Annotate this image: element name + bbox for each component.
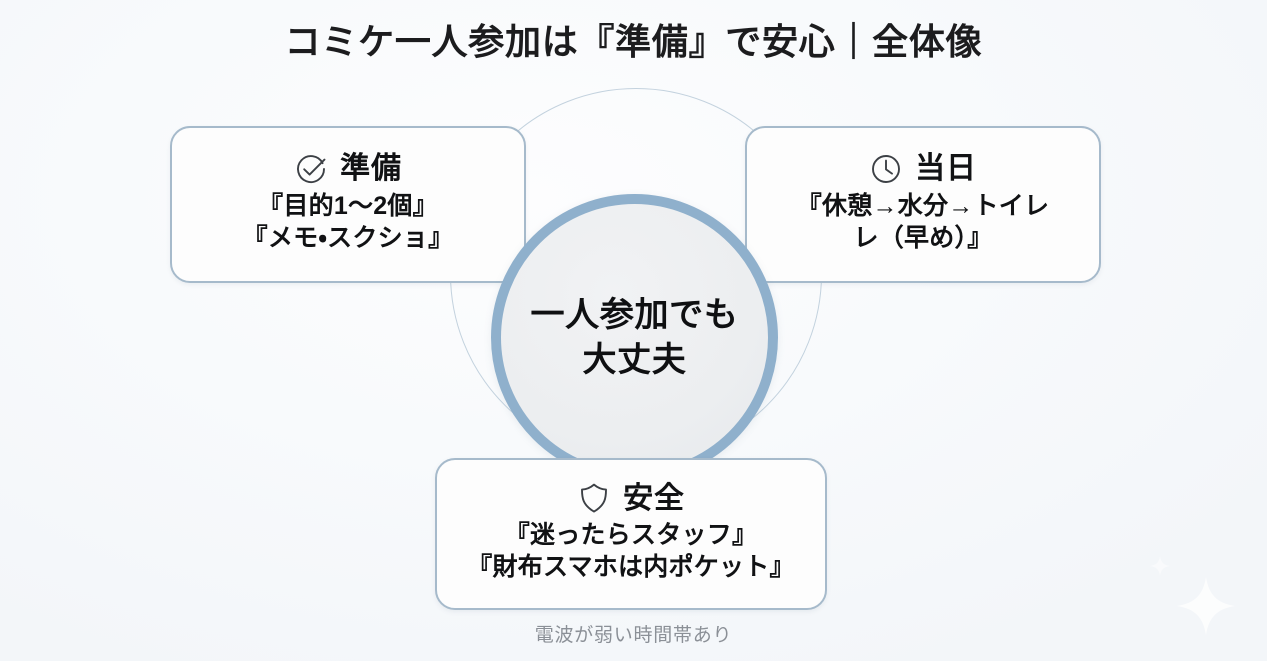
card-prep-header: 準備 [294,152,402,186]
center-hub-text: 一人参加でも 大丈夫 [530,293,738,383]
card-prep-line-1: 『目的1〜2個』 [258,191,438,220]
card-safe[interactable]: 安全 『迷ったらスタッフ』 『財布スマホは内ポケット』 [435,458,827,610]
card-day-lines: 『休憩→水分→トイレ レ（早め）』 [797,190,1050,254]
card-day[interactable]: 当日 『休憩→水分→トイレ レ（早め）』 [745,126,1101,283]
card-prep-line-2: 『メモ・スクショ』 [242,223,454,252]
card-prep-lines: 『目的1〜2個』 『メモ・スクショ』 [243,190,454,254]
sparkle-small-icon [1150,556,1170,576]
center-hub-line-2: 大丈夫 [582,340,687,379]
card-day-line-1: 『休憩→水分→トイレ [796,191,1050,220]
card-prep-title: 準備 [340,152,402,185]
center-hub-line-1: 一人参加でも [530,295,739,334]
clock-icon [872,154,901,183]
check-circle-icon [297,154,326,183]
footer-note: 電波が弱い時間帯あり [534,625,733,646]
card-safe-line-1: 『迷ったらスタッフ』 [504,521,758,549]
card-safe-lines: 『迷ったらスタッフ』 『財布スマホは内ポケット』 [467,519,795,583]
card-prep[interactable]: 準備 『目的1〜2個』 『メモ・スクショ』 [170,126,526,283]
shield-icon [581,483,608,513]
card-day-title: 当日 [915,152,977,185]
card-safe-title: 安全 [623,481,685,515]
center-hub: 一人参加でも 大丈夫 [491,194,778,481]
card-safe-line-2: 『財布スマホは内ポケット』 [467,553,795,581]
page-title: コミケ一人参加は『準備』で安心｜全体像 [284,21,983,62]
card-day-header: 当日 [869,152,977,186]
card-safe-header: 安全 [577,481,685,515]
card-day-line-2: レ（早め）』 [853,223,993,252]
